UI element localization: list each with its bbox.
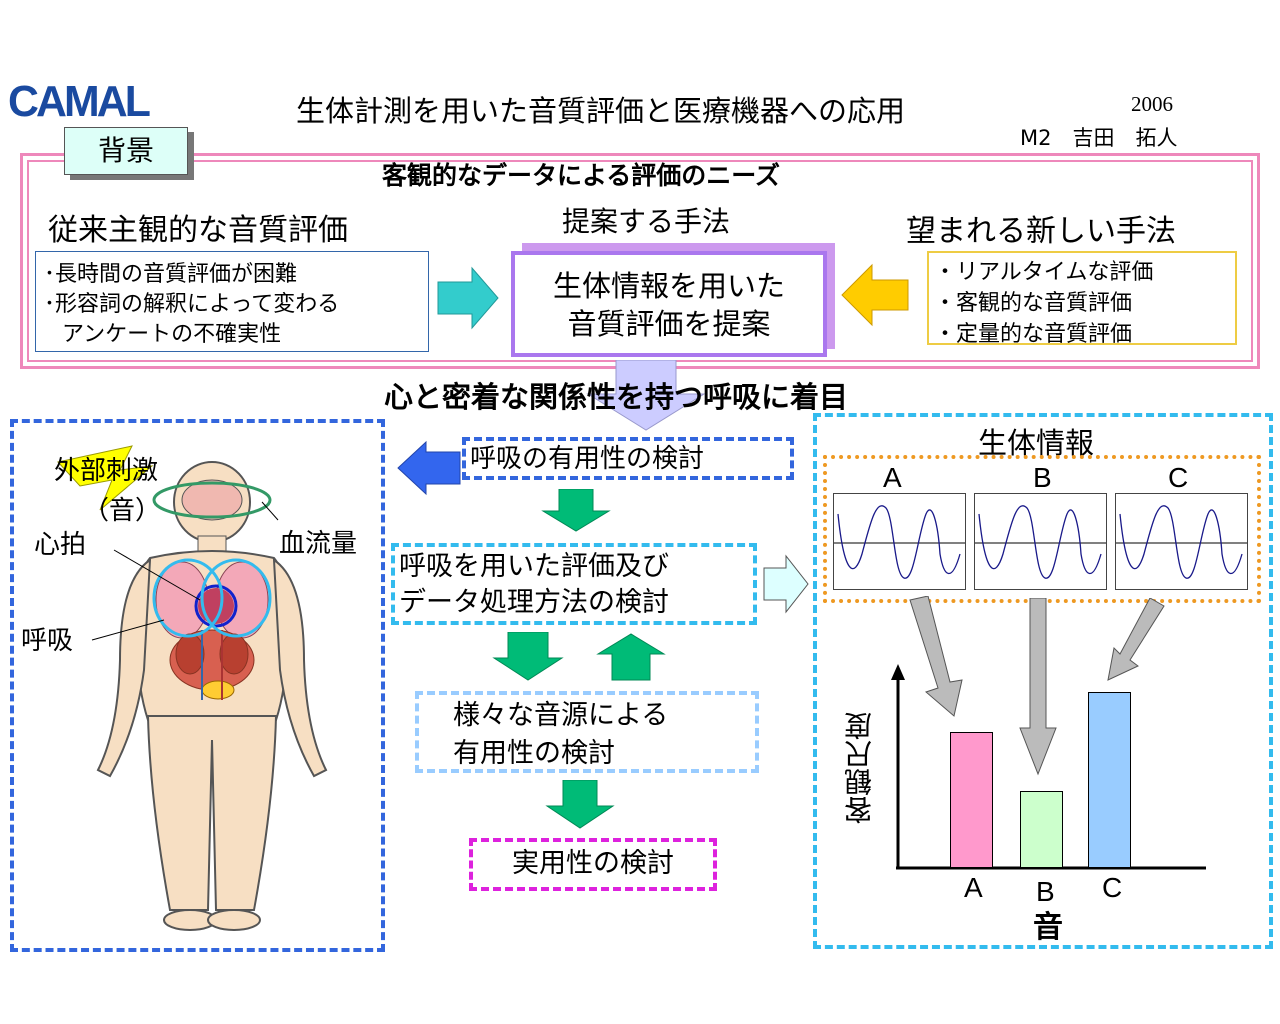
author: M2 吉田 拓人 bbox=[1020, 126, 1178, 150]
background-tab-face: 背景 bbox=[64, 127, 188, 175]
conventional-item: アンケートの不確実性 bbox=[62, 322, 282, 347]
desired-box bbox=[927, 251, 1237, 345]
flow-step1-label: 呼吸の有用性の検討 bbox=[470, 444, 705, 474]
waveform-c bbox=[1115, 493, 1248, 590]
light-cyan-right-arrow bbox=[763, 554, 809, 614]
lightning-icon bbox=[57, 445, 154, 511]
lavender-down-arrow bbox=[586, 360, 706, 431]
wave-label: A bbox=[883, 462, 902, 493]
body-panel bbox=[10, 419, 385, 952]
camal-logo: CAMAL bbox=[6, 77, 156, 126]
wave-label: B bbox=[1033, 462, 1052, 493]
bar-chart: A B C 客観尺度 音 bbox=[840, 660, 1220, 950]
gray-down-arrow bbox=[1019, 598, 1057, 776]
waveform-a bbox=[833, 493, 966, 590]
year: 2006 bbox=[1131, 92, 1173, 116]
bar-a bbox=[950, 732, 993, 868]
proposal-heading: 提案する手法 bbox=[562, 205, 731, 238]
flow-step3-line: 有用性の検討 bbox=[453, 738, 615, 769]
bar-c bbox=[1088, 692, 1131, 868]
chart-axes bbox=[891, 664, 1206, 870]
bio-panel bbox=[813, 413, 1273, 949]
chart-xlabel: 音 bbox=[1033, 910, 1063, 945]
x-tick-label: A bbox=[964, 872, 983, 903]
conventional-item: ･長時間の音質評価が困難 bbox=[44, 262, 298, 287]
gray-down-arrow bbox=[909, 596, 963, 717]
needs-heading: 客観的なデータによる評価のニーズ bbox=[382, 161, 781, 190]
desired-item: ・定量的な音質評価 bbox=[934, 322, 1133, 347]
x-tick-label: C bbox=[1102, 872, 1123, 903]
desired-heading: 望まれる新しい手法 bbox=[906, 214, 1176, 249]
waveform-b bbox=[974, 493, 1107, 590]
proposal-line: 生体情報を用いた bbox=[552, 269, 785, 303]
proposal-line: 音質評価を提案 bbox=[567, 307, 771, 341]
bar-b bbox=[1020, 791, 1063, 868]
sound-label: （音） bbox=[83, 496, 162, 526]
conventional-item: ･形容詞の解釈によって変わる bbox=[44, 292, 340, 317]
cyan-right-arrow bbox=[437, 266, 499, 330]
conventional-box bbox=[35, 251, 429, 352]
conventional-heading: 従来主観的な音質評価 bbox=[48, 213, 348, 248]
flow-step4-label: 実用性の検討 bbox=[512, 848, 674, 879]
stimulus-label: 外部刺激 bbox=[54, 456, 159, 486]
green-down-arrow bbox=[492, 632, 564, 681]
page-title: 生体計測を用いた音質評価と医療機器への応用 bbox=[296, 94, 906, 128]
svg-text:CAMAL: CAMAL bbox=[8, 78, 150, 124]
green-up-arrow bbox=[596, 633, 666, 681]
green-down-arrow bbox=[545, 780, 615, 829]
bio-panel-title: 生体情報 bbox=[978, 426, 1095, 460]
desired-item: ・客観的な音質評価 bbox=[934, 291, 1133, 316]
chart-ylabel: 客観尺度 bbox=[843, 712, 876, 824]
flow-step3: 様々な音源による 有用性の検討 bbox=[415, 691, 759, 773]
wave-label: C bbox=[1168, 462, 1189, 493]
flow-step2: 呼吸を用いた評価及び データ処理方法の検討 bbox=[391, 543, 757, 625]
yellow-left-arrow bbox=[841, 263, 909, 327]
flow-step2-line: データ処理方法の検討 bbox=[399, 587, 669, 618]
heartbeat-label: 心拍 bbox=[34, 530, 87, 560]
flow-step4: 実用性の検討 bbox=[469, 838, 717, 891]
respiration-label: 呼吸 bbox=[21, 626, 74, 656]
focus-line: 心と密着な関係性を持つ呼吸に着目 bbox=[384, 380, 849, 414]
flow-step1: 呼吸の有用性の検討 bbox=[462, 437, 794, 480]
blue-left-arrow bbox=[397, 440, 461, 496]
x-tick-label: B bbox=[1036, 876, 1055, 907]
flow-step2-line: 呼吸を用いた評価及び bbox=[399, 551, 669, 582]
proposal-box: 生体情報を用いた 音質評価を提案 bbox=[511, 251, 827, 357]
blood-flow-label: 血流量 bbox=[279, 529, 358, 559]
human-body-illustration bbox=[57, 445, 328, 931]
gray-down-arrow bbox=[1107, 598, 1165, 681]
flow-step3-line: 様々な音源による bbox=[453, 700, 669, 731]
green-down-arrow bbox=[541, 489, 611, 532]
desired-item: ・リアルタイムな評価 bbox=[934, 260, 1154, 285]
